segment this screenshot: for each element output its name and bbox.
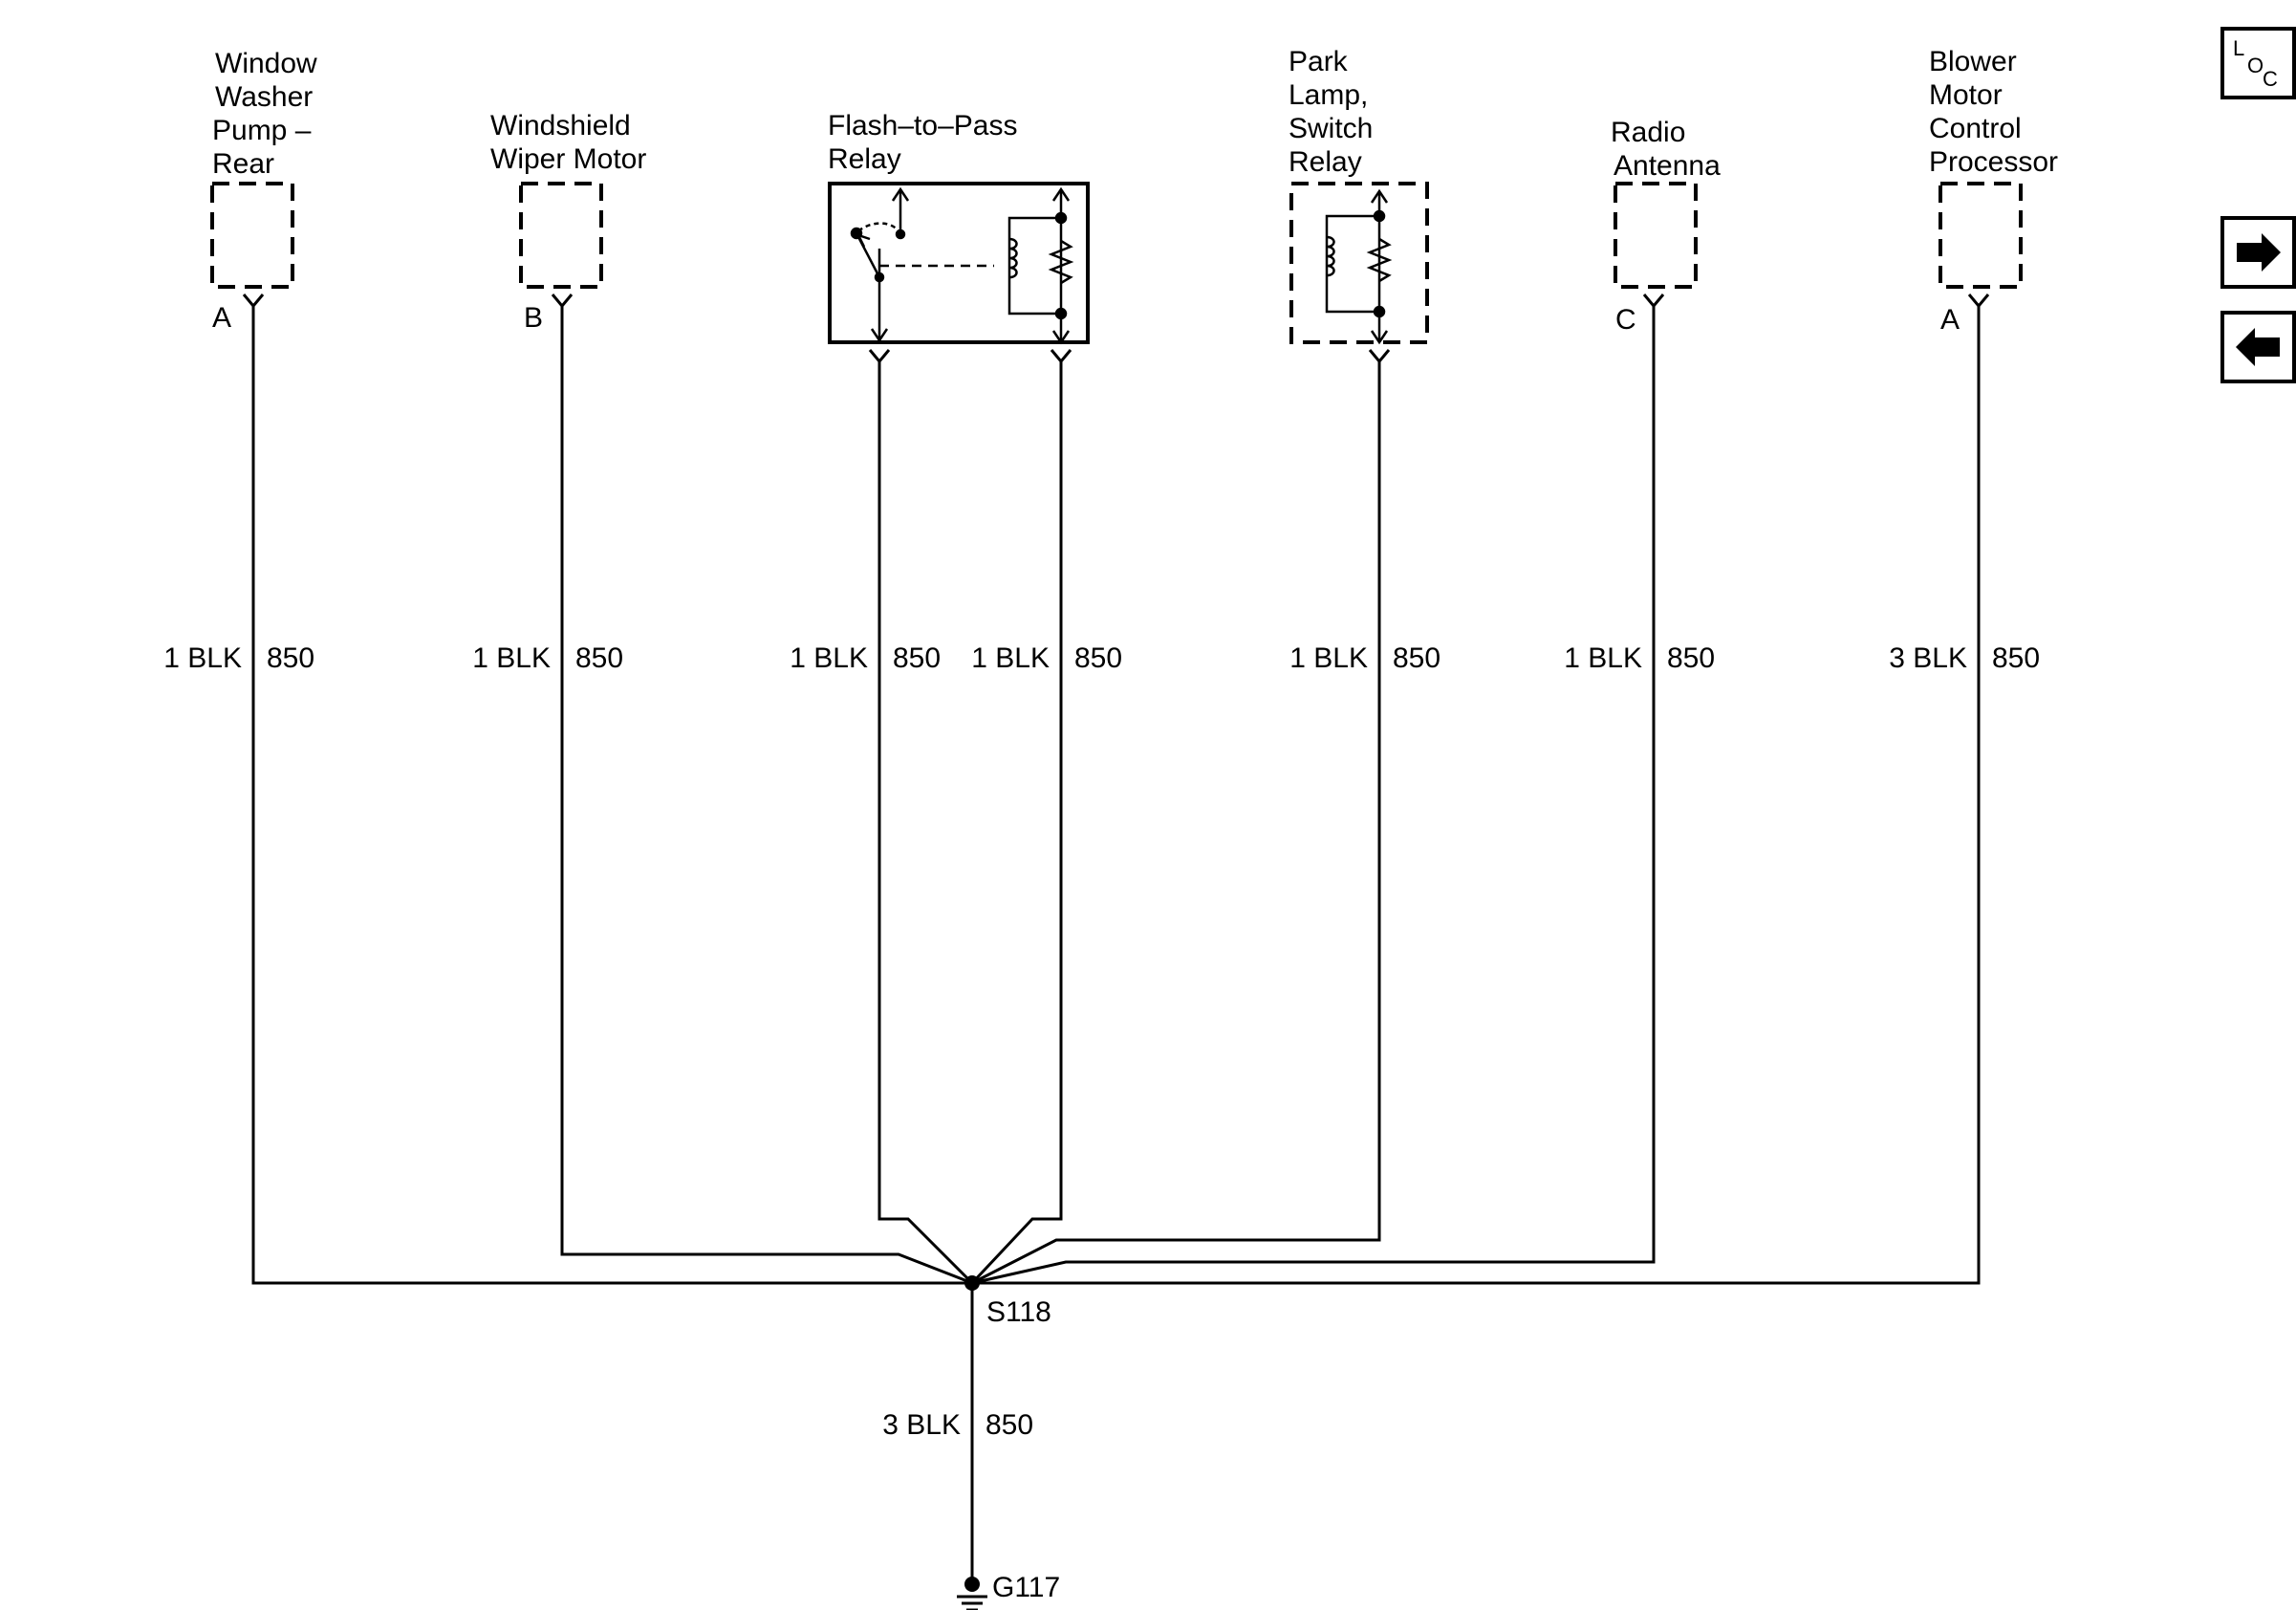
arrow-left-icon bbox=[2236, 328, 2280, 366]
connector-female bbox=[868, 349, 891, 364]
wire-circuit: 850 bbox=[1074, 642, 1122, 674]
next-page-button[interactable] bbox=[2220, 216, 2296, 289]
component-flash-to-pass-relay: Flash–to–Pass Relay bbox=[828, 110, 1090, 364]
ground-wire-label: 3 BLK 850 bbox=[882, 1409, 1033, 1441]
component-box-dashed bbox=[1614, 182, 1698, 289]
component-window-washer-pump-rear: Window Washer Pump – Rear A bbox=[210, 48, 317, 334]
connector-female bbox=[1050, 349, 1072, 364]
pin-label: A bbox=[212, 302, 231, 334]
component-label-line: Rear bbox=[212, 148, 274, 180]
connector-female bbox=[1967, 294, 1990, 309]
component-label-line: Flash–to–Pass bbox=[828, 110, 1017, 141]
loc-letter: O bbox=[2247, 54, 2264, 77]
wire-circuit: 850 bbox=[267, 642, 314, 674]
splice-s118: S118 bbox=[964, 1275, 1051, 1328]
wire-circuit: 850 bbox=[575, 642, 623, 674]
wire-blower-motor bbox=[972, 306, 1981, 1285]
wire-flash-to-pass-2 bbox=[970, 361, 1063, 1285]
component-box-dashed bbox=[1289, 182, 1429, 344]
wire-window-washer bbox=[251, 306, 972, 1285]
component-label-line: Relay bbox=[828, 143, 901, 175]
splice-label: S118 bbox=[986, 1296, 1051, 1328]
wire-park-lamp bbox=[971, 361, 1381, 1285]
relay-coil-resistor-icon bbox=[1325, 188, 1393, 345]
wire-size-color: 1 BLK bbox=[790, 642, 868, 674]
wire-size-color: 1 BLK bbox=[971, 642, 1050, 674]
component-box-dashed bbox=[1939, 182, 2023, 289]
component-label-line: Blower bbox=[1929, 46, 2017, 77]
wire-size-color: 1 BLK bbox=[163, 642, 242, 674]
component-label-line: Wiper Motor bbox=[490, 143, 646, 175]
wire-wiper-motor bbox=[560, 306, 973, 1285]
wire-size-color: 3 BLK bbox=[882, 1409, 961, 1441]
connector-female bbox=[1368, 349, 1391, 364]
wire-runs bbox=[251, 306, 1981, 1582]
pin-label: C bbox=[1615, 304, 1636, 336]
component-label-line: Window bbox=[215, 48, 317, 79]
component-box-dashed bbox=[519, 182, 603, 289]
wire-circuit: 850 bbox=[986, 1409, 1033, 1441]
component-box-dashed bbox=[210, 182, 294, 289]
component-label-line: Motor bbox=[1929, 79, 2003, 111]
wire-circuit: 850 bbox=[1667, 642, 1715, 674]
wire-circuit: 850 bbox=[1992, 642, 2040, 674]
wire-size-color: 1 BLK bbox=[472, 642, 551, 674]
component-label-line: Park bbox=[1289, 46, 1349, 77]
component-label-line: Pump – bbox=[212, 115, 312, 146]
pin-label: A bbox=[1940, 304, 1960, 336]
ground-g117: G117 bbox=[957, 1572, 1060, 1610]
wire-labels: 1 BLK 850 1 BLK 850 1 BLK 850 1 BLK 850 … bbox=[163, 642, 2040, 674]
wire-circuit: 850 bbox=[893, 642, 941, 674]
ground-icon bbox=[957, 1595, 987, 1610]
relay-box bbox=[828, 182, 1090, 344]
component-label-line: Washer bbox=[215, 81, 313, 113]
component-label-line: Processor bbox=[1929, 146, 2058, 178]
splice-dot bbox=[964, 1275, 980, 1291]
component-label-line: Control bbox=[1929, 113, 2022, 144]
ground-dot bbox=[964, 1577, 980, 1592]
connector-female bbox=[242, 294, 265, 309]
wire-radio-antenna bbox=[971, 306, 1656, 1285]
component-label-line: Radio bbox=[1611, 117, 1685, 148]
wire-size-color: 1 BLK bbox=[1289, 642, 1368, 674]
wire-circuit: 850 bbox=[1393, 642, 1440, 674]
connector-female bbox=[551, 294, 574, 309]
pin-label: B bbox=[524, 302, 543, 334]
arrow-right-icon bbox=[2237, 233, 2281, 272]
ground-label: G117 bbox=[992, 1572, 1060, 1603]
component-label-line: Relay bbox=[1289, 146, 1362, 178]
relay-coil-resistor-icon bbox=[1007, 186, 1074, 345]
component-label-line: Antenna bbox=[1614, 150, 1721, 182]
wire-size-color: 1 BLK bbox=[1564, 642, 1642, 674]
connector-female bbox=[1642, 294, 1665, 309]
component-park-lamp-switch-relay: Park Lamp, Switch Relay bbox=[1289, 46, 1429, 364]
loc-button[interactable]: L O C bbox=[2220, 27, 2296, 99]
wire-size-color: 3 BLK bbox=[1889, 642, 1967, 674]
loc-letter: L bbox=[2233, 36, 2244, 60]
component-label-line: Windshield bbox=[490, 110, 631, 141]
component-windshield-wiper-motor: Windshield Wiper Motor B bbox=[490, 110, 646, 334]
component-radio-antenna: Radio Antenna C bbox=[1611, 117, 1721, 336]
component-label-line: Switch bbox=[1289, 113, 1373, 144]
component-blower-motor-control-processor: Blower Motor Control Processor A bbox=[1929, 46, 2058, 336]
wire-flash-to-pass-1 bbox=[877, 361, 974, 1285]
relay-switch-icon bbox=[850, 186, 994, 343]
component-label-line: Lamp, bbox=[1289, 79, 1368, 111]
loc-icon bbox=[2220, 27, 2296, 99]
loc-letter: C bbox=[2263, 67, 2278, 91]
prev-page-button[interactable] bbox=[2220, 311, 2296, 383]
